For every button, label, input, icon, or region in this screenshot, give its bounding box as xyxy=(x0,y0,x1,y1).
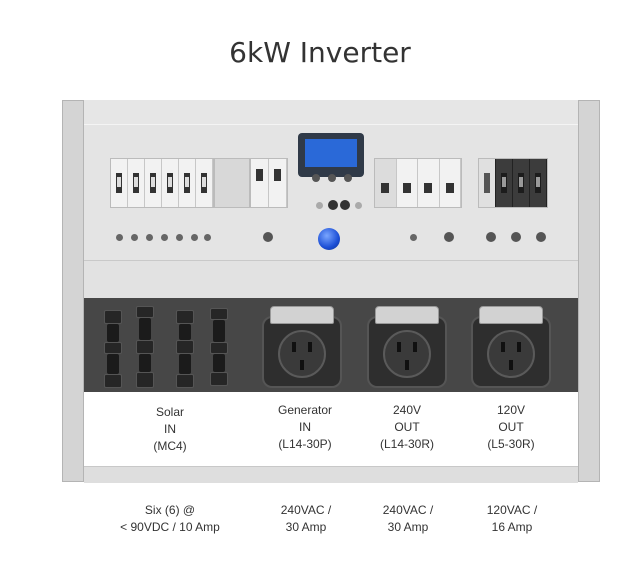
spec-line: 30 Amp xyxy=(285,520,327,534)
display-icon xyxy=(298,133,364,177)
spec-line: 30 Amp xyxy=(387,520,429,534)
cabinet-base-strip xyxy=(84,466,578,483)
ac-breaker-group xyxy=(374,158,462,208)
breaker-icon[interactable] xyxy=(145,159,162,207)
breaker-icon[interactable] xyxy=(418,159,440,207)
port-name: Solar xyxy=(155,405,184,419)
port-direction: OUT xyxy=(498,420,524,434)
breaker-icon[interactable] xyxy=(479,159,496,207)
port-label-solar: Solar IN (MC4) xyxy=(130,404,210,455)
display-knob-icon[interactable] xyxy=(312,174,320,182)
indicator-led xyxy=(204,234,211,241)
port-name: Generator xyxy=(277,403,333,417)
spec-120v: 120VAC / 16 Amp xyxy=(462,502,562,536)
twist-lock-outlet-icon[interactable] xyxy=(367,306,447,388)
indicator-led xyxy=(355,202,362,209)
spec-line: 240VAC / xyxy=(382,503,434,517)
indicator-led xyxy=(131,234,138,241)
breaker-icon[interactable] xyxy=(111,159,128,207)
breaker-icon[interactable] xyxy=(179,159,196,207)
mc4-connector-icon[interactable] xyxy=(210,306,228,390)
spec-solar: Six (6) @ < 90VDC / 10 Amp xyxy=(100,502,240,536)
spec-line: 120VAC / xyxy=(486,503,538,517)
main-breaker xyxy=(250,158,288,208)
twist-lock-outlet-icon[interactable] xyxy=(471,306,551,388)
indicator-led xyxy=(146,234,153,241)
indicator-led xyxy=(161,234,168,241)
breaker-icon[interactable] xyxy=(375,159,397,207)
indicator-led xyxy=(410,234,417,241)
mc4-connector-icon[interactable] xyxy=(136,306,154,390)
spec-line: Six (6) @ xyxy=(144,503,196,517)
port-label-240v: 240V OUT (L14-30R) xyxy=(364,402,450,453)
display-knob-icon[interactable] xyxy=(344,174,352,182)
indicator-led xyxy=(316,202,323,209)
breaker-icon[interactable] xyxy=(196,159,213,207)
spec-line: 16 Amp xyxy=(491,520,533,534)
port-connector: (L5-30R) xyxy=(487,437,535,451)
breaker-icon[interactable] xyxy=(128,159,145,207)
display-knob-icon[interactable] xyxy=(328,174,336,182)
port-name: 240V xyxy=(392,403,422,417)
indicator-led xyxy=(191,234,198,241)
indicator-led xyxy=(116,234,123,241)
breaker-icon[interactable] xyxy=(440,159,461,207)
dc-breaker-group xyxy=(110,158,214,208)
breaker-icon[interactable] xyxy=(251,159,269,207)
breaker-icon[interactable] xyxy=(496,159,513,207)
indicator-led xyxy=(444,232,454,242)
breaker-icon[interactable] xyxy=(162,159,179,207)
diagram-title: 6kW Inverter xyxy=(229,36,411,69)
port-label-generator: Generator IN (L14-30P) xyxy=(262,402,348,453)
generator-inlet-icon[interactable] xyxy=(262,306,342,388)
spec-240v: 240VAC / 30 Amp xyxy=(358,502,458,536)
cabinet-left-rail xyxy=(62,100,84,482)
breaker-icon[interactable] xyxy=(530,159,547,207)
blank-cover xyxy=(214,158,250,208)
cabinet-middle-strip xyxy=(84,260,578,300)
port-connector: (L14-30P) xyxy=(278,437,332,451)
spec-generator: 240VAC / 30 Amp xyxy=(256,502,356,536)
indicator-led xyxy=(511,232,521,242)
power-button-icon[interactable] xyxy=(318,228,340,250)
mc4-connector-icon[interactable] xyxy=(176,306,194,390)
breaker-icon[interactable] xyxy=(269,159,287,207)
port-direction: IN xyxy=(164,422,176,436)
spec-line: 240VAC / xyxy=(280,503,332,517)
indicator-led xyxy=(263,232,273,242)
port-direction: IN xyxy=(299,420,311,434)
cabinet-right-rail xyxy=(578,100,600,482)
port-direction: OUT xyxy=(394,420,420,434)
port-connector: (MC4) xyxy=(153,439,187,453)
indicator-led xyxy=(536,232,546,242)
display-screen xyxy=(305,139,357,167)
mc4-connector-icon[interactable] xyxy=(104,306,122,390)
output-breaker-group xyxy=(478,158,548,208)
indicator-led xyxy=(340,200,350,210)
indicator-led xyxy=(176,234,183,241)
port-label-120v: 120V OUT (L5-30R) xyxy=(468,402,554,453)
cabinet-top-strip xyxy=(84,100,578,125)
spec-line: < 90VDC / 10 Amp xyxy=(120,520,220,534)
breaker-icon[interactable] xyxy=(513,159,530,207)
breaker-icon[interactable] xyxy=(397,159,418,207)
indicator-led xyxy=(486,232,496,242)
indicator-led xyxy=(328,200,338,210)
port-connector: (L14-30R) xyxy=(379,437,435,451)
port-name: 120V xyxy=(496,403,526,417)
